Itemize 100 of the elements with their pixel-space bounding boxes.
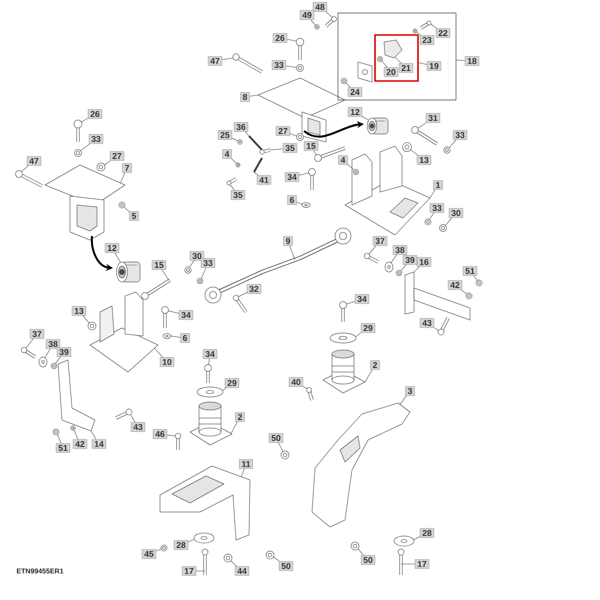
nut <box>184 266 192 274</box>
callout-number: 3 <box>405 386 415 396</box>
nut <box>70 425 76 431</box>
nut <box>296 133 304 141</box>
washer <box>196 386 224 398</box>
leader-line <box>460 290 468 294</box>
leader-line <box>314 150 316 156</box>
leader-line <box>413 536 420 540</box>
callout-number: 43 <box>130 422 146 432</box>
callout-number: 29 <box>224 378 240 388</box>
leader-line <box>26 338 34 348</box>
callout-number: 17 <box>182 566 196 576</box>
washer <box>162 333 172 339</box>
callout-number: 51 <box>462 266 478 276</box>
leader-line <box>473 276 478 281</box>
callout-number: 33 <box>430 203 444 213</box>
callout-number: 19 <box>426 61 442 71</box>
leader-line <box>55 356 61 364</box>
nut <box>314 24 320 30</box>
callout-number: 2 <box>370 360 380 370</box>
bolt <box>232 294 248 313</box>
callout-number: 44 <box>234 566 250 576</box>
leader-line <box>130 414 136 422</box>
callout-number: 20 <box>384 67 398 77</box>
bolt <box>74 120 82 142</box>
bolt <box>314 146 346 162</box>
leader-line <box>208 358 210 365</box>
callout-number: 42 <box>448 280 462 290</box>
callout-number: 11 <box>239 459 253 469</box>
leader-line <box>196 570 206 572</box>
leader-line <box>434 327 439 331</box>
callout-number: 4 <box>222 149 232 159</box>
callout-number: 24 <box>348 87 362 97</box>
leader-line <box>355 332 362 337</box>
callout-number: 35 <box>282 143 298 153</box>
nut <box>266 550 274 560</box>
callout-number: 35 <box>230 190 246 200</box>
leader-line <box>390 254 397 263</box>
leader-line <box>400 264 406 272</box>
nut <box>350 542 360 550</box>
bolt <box>141 278 171 300</box>
bolt <box>324 16 337 28</box>
leader-line <box>346 82 350 88</box>
leader-line <box>418 62 428 65</box>
callout-number: 25 <box>218 130 232 140</box>
bracket <box>90 292 158 372</box>
callout-number: 27 <box>276 126 290 136</box>
bolt <box>161 306 169 328</box>
bolt <box>115 408 132 420</box>
leader-line <box>168 310 180 314</box>
callout-number: 28 <box>420 528 434 538</box>
nut <box>424 218 432 226</box>
callout-number: 13 <box>72 306 86 316</box>
leader-line <box>231 158 237 164</box>
leader-line <box>74 430 78 440</box>
callout-number: 6 <box>287 195 297 205</box>
callout-number: 49 <box>300 10 314 20</box>
callout-number: 39 <box>56 347 72 357</box>
leader-line <box>270 148 284 150</box>
washer <box>302 202 310 208</box>
leader-line <box>230 184 235 190</box>
washer <box>330 332 356 344</box>
bolt <box>202 548 208 575</box>
nut <box>50 362 58 370</box>
leader-line <box>57 434 62 444</box>
callout-number: 43 <box>420 318 434 328</box>
callout-number: 12 <box>348 107 362 117</box>
nut <box>353 169 359 175</box>
bolt <box>420 20 432 30</box>
leader-line <box>445 218 452 226</box>
leader-line <box>298 172 309 176</box>
callout-number: 47 <box>26 156 42 166</box>
nut <box>412 28 418 34</box>
nut <box>340 78 348 84</box>
callout-number: 42 <box>72 439 88 449</box>
bolt <box>296 38 304 60</box>
callout-number: 1 <box>433 180 443 190</box>
callout-number: 34 <box>202 349 218 359</box>
callout-number: 29 <box>360 323 376 333</box>
callout-number: 28 <box>174 540 188 550</box>
bolt <box>260 148 270 154</box>
washer <box>394 536 414 546</box>
leader-line <box>250 94 258 97</box>
leader-line <box>326 12 332 18</box>
callout-number: 13 <box>416 155 432 165</box>
leader-line <box>346 301 356 304</box>
bracket <box>258 78 346 142</box>
callout-number: 7 <box>122 163 132 173</box>
leader-line <box>245 132 250 136</box>
leader-line <box>81 118 88 122</box>
nut <box>74 149 82 157</box>
bolt <box>398 548 404 575</box>
callout-number: 48 <box>312 2 328 12</box>
callout-number: 34 <box>178 310 194 320</box>
callout-number: 40 <box>288 377 304 387</box>
bracket <box>344 146 430 236</box>
leader-line <box>232 138 238 142</box>
callout-number: 45 <box>142 549 156 559</box>
nut <box>52 428 60 436</box>
nut <box>396 270 402 276</box>
